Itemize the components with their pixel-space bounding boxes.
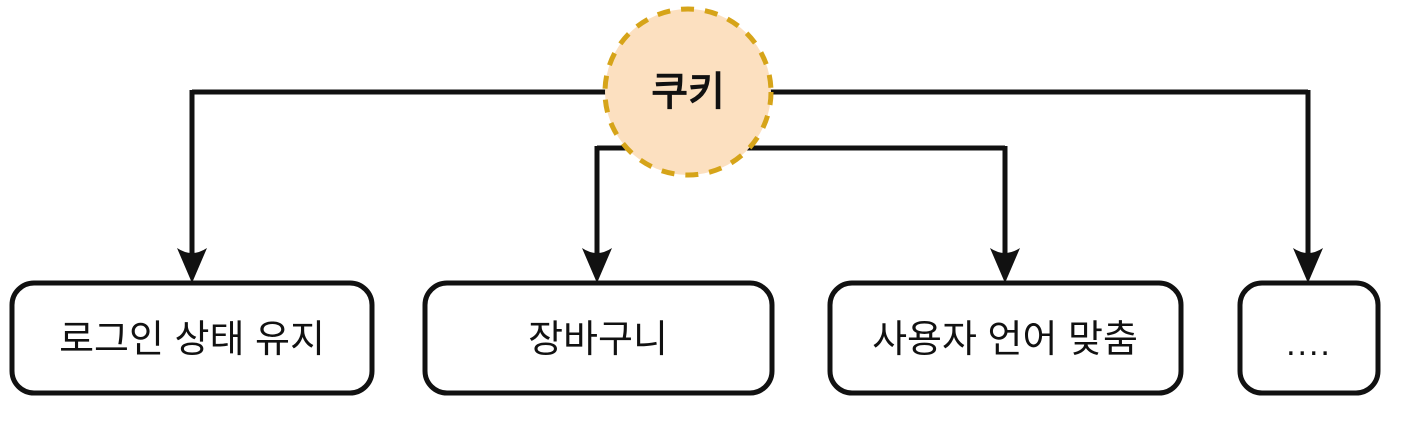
- leaf-node-login-state[interactable]: 로그인 상태 유지: [9, 280, 375, 396]
- leaf-label-user-language: 사용자 언어 맞춤: [872, 319, 1138, 361]
- leaf-label-login-state: 로그인 상태 유지: [59, 319, 325, 361]
- leaf-box-cart: [422, 280, 775, 396]
- leaf-node-etc[interactable]: ....: [1237, 280, 1381, 396]
- root-node-cookie[interactable]: 쿠키: [602, 6, 774, 178]
- leaf-label-cart: 장바구니: [528, 319, 668, 361]
- arrowhead-login-state: [177, 248, 207, 283]
- leaf-box-etc: [1237, 280, 1381, 396]
- root-node-label: 쿠키: [651, 70, 725, 114]
- leaf-node-cart[interactable]: 장바구니: [422, 280, 775, 396]
- leaf-box-user-language: [827, 280, 1184, 396]
- arrowhead-etc: [1293, 248, 1323, 283]
- leaf-label-etc: ....: [1286, 325, 1332, 363]
- root-node-circle: [602, 6, 774, 178]
- connector-group: [189, 89, 1311, 262]
- arrowhead-group: [177, 248, 1323, 283]
- leaf-box-login-state: [9, 280, 375, 396]
- arrowhead-cart: [582, 248, 612, 283]
- arrowhead-user-language: [990, 248, 1020, 283]
- leaf-node-user-language[interactable]: 사용자 언어 맞춤: [827, 280, 1184, 396]
